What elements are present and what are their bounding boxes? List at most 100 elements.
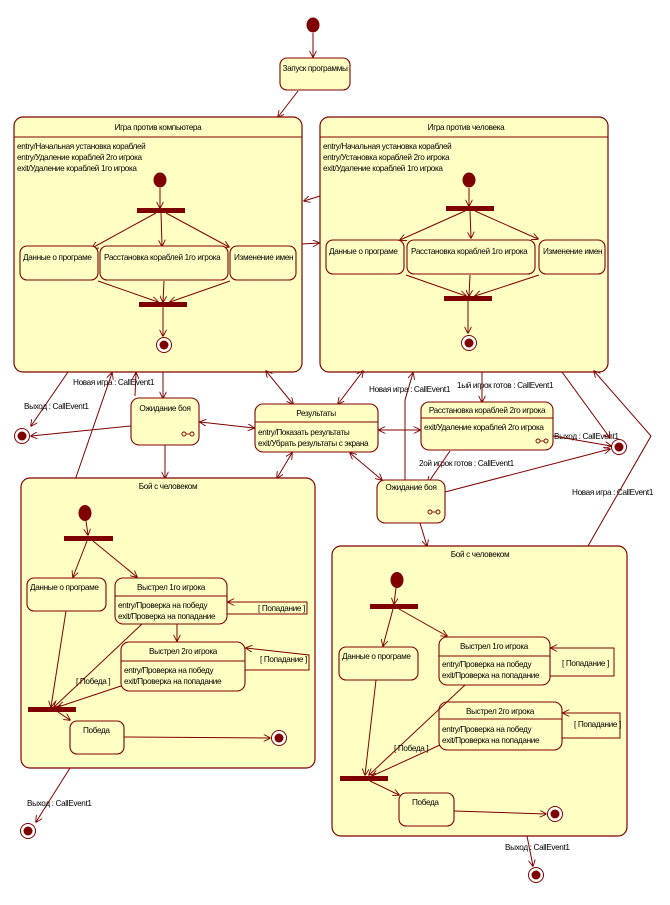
initial-state (153, 172, 167, 188)
transition (369, 780, 399, 795)
initial-state (462, 172, 476, 188)
transition (469, 274, 470, 296)
transition (92, 540, 137, 577)
state-results-action-1: entry/Показать результаты (258, 428, 350, 437)
transition (57, 711, 70, 720)
state-battle-right[interactable]: Бой с человеком (331, 545, 628, 837)
substate-shot2-label: Выстрел 2го игрока (466, 707, 535, 716)
transition (54, 623, 143, 707)
substate-shot2[interactable]: Выстрел 2го игрока entry/Проверка на поб… (120, 641, 246, 692)
state-vs-human-action-3: exit/Удаление кораблей 1го игрока (323, 164, 443, 173)
substate-placement-1[interactable]: Расстановка кораблей 1го игрока (99, 245, 229, 281)
transition-new-game-mid (404, 373, 413, 480)
transition (58, 685, 122, 707)
state-wait-left[interactable]: Ожидание боя (130, 397, 200, 446)
transition-computer-results (266, 371, 293, 404)
substate-shot2[interactable]: Выстрел 2го игрока entry/Проверка на поб… (438, 701, 563, 751)
substate-rename[interactable]: Изменение имен (538, 239, 606, 275)
state-results[interactable]: Результаты entry/Показать результаты exi… (254, 403, 379, 453)
substate-rename[interactable]: Изменение имен (229, 245, 297, 281)
transition-exit-bottom-right (526, 835, 533, 866)
guard-hit-2: [ Попадание ] (260, 655, 307, 664)
transition-wait-results (200, 422, 254, 428)
substate-shot1[interactable]: Выстрел 1го игрока entry/Проверка на поб… (438, 636, 551, 686)
transition (383, 608, 394, 646)
substate-info[interactable]: Данные о програме (338, 646, 419, 681)
transition-wait-right-exit (444, 449, 610, 493)
transition-wait-right-to-battle (419, 522, 427, 546)
final-state-core (531, 870, 541, 880)
transition (51, 610, 67, 707)
state-launch[interactable]: Запуск программы (279, 57, 351, 91)
transition-placement2-exit (552, 435, 611, 446)
label-new-game-right: Новая игра : CallEvent1 (572, 488, 654, 497)
transition-hit-1 (227, 602, 308, 615)
substate-info-label: Данные о програме (329, 247, 398, 256)
transition (394, 587, 396, 604)
state-vs-human-title: Игра против человека (428, 123, 505, 132)
join-bar (28, 707, 76, 712)
label-player2-ready: 2ой игрок готов : CallEvent1 (419, 459, 515, 468)
substate-info-label: Данные о програме (30, 583, 99, 592)
final-state-core (550, 809, 560, 819)
transition (453, 811, 546, 814)
composite-icon (427, 509, 441, 515)
state-wait-right-label: Ожидание боя (385, 483, 436, 492)
join-bar (444, 296, 492, 301)
transition (73, 540, 88, 577)
initial-state (390, 572, 404, 588)
substate-shot1-label: Выстрел 1го игрока (460, 642, 529, 651)
transition (123, 737, 270, 738)
transition (475, 274, 540, 296)
join-bar (139, 302, 187, 307)
transition-results-battle-left (277, 453, 292, 478)
state-wait-right[interactable]: Ожидание боя (376, 479, 446, 524)
transition-human-to-computer (304, 195, 321, 201)
substate-shot1-action-2: exit/Проверка на попадание (118, 612, 216, 621)
substate-victory[interactable]: Победа (69, 720, 125, 755)
state-placement2[interactable]: Расстановка кораблей 2го игрока exit/Уда… (420, 401, 554, 451)
substate-info[interactable]: Данные о програме (26, 577, 107, 612)
guard-win: [ Победа ] (76, 677, 110, 686)
substate-placement-1-label: Расстановка кораблей 1го игрока (411, 247, 528, 256)
substate-shot1-action-1: entry/Проверка на победу (118, 601, 208, 610)
substate-info-label: Данные о програме (23, 253, 92, 262)
guard-hit-1: [ Попадание ] (258, 604, 305, 613)
transition-exit-bottom-left (36, 767, 71, 822)
final-state-core (23, 826, 33, 836)
state-placement2-label: Расстановка кораблей 2го игрока (429, 406, 546, 415)
label-new-game-mid: Новая игра : CallEvent1 (369, 385, 451, 394)
state-launch-label: Запуск программы (282, 64, 348, 73)
substate-shot1-action-2: exit/Проверка на попадание (442, 671, 540, 680)
transition-launch-to-computer (278, 90, 299, 117)
transition-human-exit (561, 371, 610, 438)
guard-hit-2: [ Попадание ] (574, 720, 621, 729)
final-state-core (614, 442, 624, 452)
substate-placement-1[interactable]: Расстановка кораблей 1го игрока (406, 239, 536, 275)
substate-rename-label: Изменение имен (234, 253, 293, 262)
state-wait-left-label: Ожидание боя (139, 404, 190, 413)
guard-hit-1: [ Попадание ] (562, 659, 609, 668)
substate-shot2-action-1: entry/Проверка на победу (124, 666, 214, 675)
state-vs-computer-action-3: exit/Удаление кораблей 1го игрока (17, 164, 137, 173)
label-exit-left: Выход : CallEvent1 (24, 402, 89, 411)
join-bar (340, 776, 388, 781)
substate-shot2-action-2: exit/Проверка на попадание (442, 736, 540, 745)
label-exit-bottom-left: Выход : CallEvent1 (27, 799, 92, 808)
substate-info[interactable]: Данные о програме (19, 245, 99, 281)
transition (92, 212, 157, 248)
transition-new-game-right (587, 371, 652, 547)
substate-victory-label: Победа (412, 798, 439, 807)
substate-shot1[interactable]: Выстрел 1го игрока entry/Проверка на поб… (114, 577, 228, 625)
substate-victory[interactable]: Победа (398, 792, 455, 827)
substate-shot1-label: Выстрел 1го игрока (137, 583, 206, 592)
state-vs-computer-title: Игра против компьютера (115, 123, 202, 132)
substate-rename-label: Изменение имен (543, 247, 602, 256)
composite-icon (181, 431, 195, 437)
label-new-game-left: Новая игра : CallEvent1 (73, 378, 155, 387)
substate-info[interactable]: Данные о програме (325, 239, 405, 275)
state-vs-computer[interactable]: Игра против компьютера entry/Начальная у… (13, 116, 303, 373)
state-battle-left-title: Бой с человеком (139, 482, 198, 491)
fork-bar (137, 208, 185, 213)
